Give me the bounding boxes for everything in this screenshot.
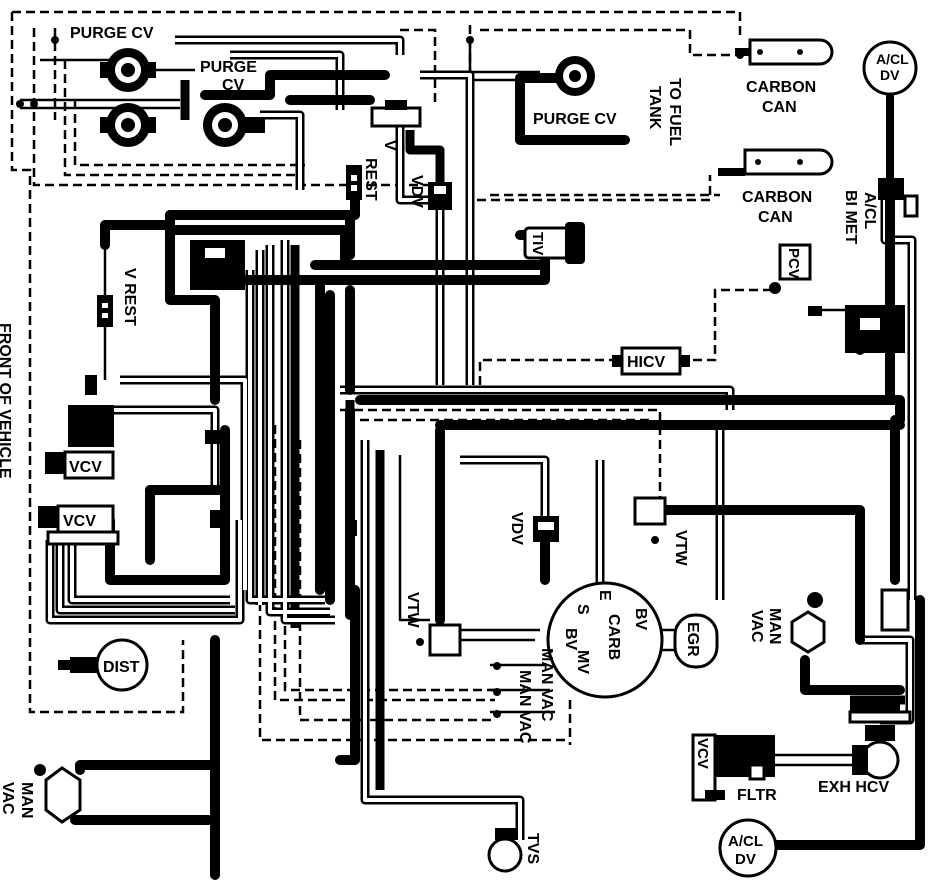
label-hicv: HICV — [627, 354, 666, 371]
label-carb-mv: MV — [574, 650, 591, 674]
label-pcv: PCV — [785, 248, 802, 279]
label-v-rest-2: V REST — [121, 268, 138, 326]
filter — [748, 763, 766, 781]
purge-cv-valve-2 — [100, 103, 156, 147]
label-man-vac-4b: VAC — [0, 782, 16, 815]
man-vac-port-left — [34, 764, 82, 824]
label-man-vac-1b: VAC — [748, 610, 765, 643]
label-vcv-1: VCV — [69, 459, 102, 476]
exh-hcv-valve — [852, 725, 900, 780]
label-purge-cv-2a: PURGE — [200, 59, 257, 76]
egr-valve — [662, 613, 719, 669]
label-purge-cv-1: PURGE CV — [70, 25, 154, 42]
v-rest-restrictor-1 — [346, 165, 362, 200]
label-to-fuel-tank-a: TO FUEL — [666, 78, 683, 146]
vacuum-tree-block — [370, 100, 422, 128]
vtw-valve-1 — [633, 496, 667, 544]
thick-hose-lines — [70, 70, 925, 880]
label-front-of-vehicle: FRONT OF VEHICLE — [0, 323, 13, 479]
label-acl-dv-top-a: A/CL — [876, 51, 909, 67]
purge-cv-valve-4 — [555, 56, 595, 96]
label-egr: EGR — [684, 622, 701, 657]
solenoid-block-upper — [190, 240, 245, 290]
label-man-vac-3: MAN VAC — [516, 670, 533, 744]
label-carb-s: S — [574, 604, 591, 615]
purge-cv-valve-1 — [100, 48, 156, 92]
port-dots — [16, 36, 744, 718]
label-vtw-1: VTW — [672, 530, 689, 566]
label-carb-e: E — [596, 590, 613, 601]
tvs-switch — [487, 828, 523, 873]
acl-dv-bottom — [718, 818, 778, 878]
vcv-valve-1 — [45, 405, 115, 480]
label-v-rest-1b: REST — [362, 158, 379, 201]
distributor — [58, 638, 149, 692]
v-rest-restrictor-2 — [97, 295, 113, 327]
junction-fittings-right — [848, 588, 912, 724]
solenoid-block-right — [808, 305, 905, 353]
label-purge-cv-2b: CV — [222, 77, 245, 94]
hicv-valve — [612, 346, 690, 376]
vcv-valve-2 — [38, 504, 120, 546]
label-carbon-can-2b: CAN — [758, 209, 793, 226]
label-vcv-3: VCV — [694, 738, 711, 769]
label-carbon-can-1a: CARBON — [746, 79, 816, 96]
label-man-vac-2: MAN VAC — [538, 648, 555, 722]
label-vtw-2: VTW — [404, 592, 421, 628]
label-exh-hcv: EXH HCV — [818, 779, 889, 796]
label-vcv-2: VCV — [63, 513, 96, 530]
labels: PURGE CV PURGE CV PURGE CV TO FUEL TANK … — [0, 25, 909, 868]
label-vdv-2: VDV — [508, 512, 525, 545]
label-to-fuel-tank-b: TANK — [646, 86, 663, 130]
label-tiv: TIV — [529, 232, 546, 255]
label-man-vac-4a: MAN — [18, 782, 35, 818]
label-vdv-1: VDV — [408, 175, 425, 208]
label-carb-bv-top: BV — [632, 608, 649, 631]
vdv-valve-1 — [428, 182, 452, 210]
label-fltr: FLTR — [737, 787, 777, 804]
carburetor — [546, 581, 664, 699]
label-dist: DIST — [103, 659, 140, 676]
label-man-vac-1a: MAN — [766, 608, 783, 644]
acl-bimet-sensor — [878, 178, 919, 218]
label-purge-cv-3: PURGE CV — [533, 111, 617, 128]
label-acl-dv-bottom-a: A/CL — [728, 833, 763, 850]
label-acl-bimet-b: BI MET — [842, 190, 859, 244]
label-v-rest-1a: V — [381, 140, 398, 151]
tiv-valve — [523, 222, 585, 264]
label-tvs: TVS — [524, 833, 541, 864]
purge-cv-valve-3 — [203, 103, 265, 147]
label-carb: CARB — [605, 614, 622, 660]
junction-fittings-left — [85, 375, 357, 536]
label-carbon-can-1b: CAN — [762, 99, 797, 116]
pcv-valve — [769, 243, 812, 294]
label-carbon-can-2a: CARBON — [742, 189, 812, 206]
acl-dv-top — [862, 40, 918, 184]
label-acl-dv-bottom-b: DV — [735, 851, 756, 868]
label-acl-bimet-a: A/CL — [861, 192, 878, 230]
carbon-can-1 — [735, 38, 834, 66]
vdv-valve-2 — [533, 516, 559, 542]
man-vac-port-right — [790, 592, 826, 654]
vtw-valve-2 — [416, 623, 462, 657]
label-acl-dv-top-b: DV — [880, 67, 900, 83]
label-carb-bv: BV — [562, 628, 579, 651]
carbon-can-2 — [718, 148, 834, 176]
